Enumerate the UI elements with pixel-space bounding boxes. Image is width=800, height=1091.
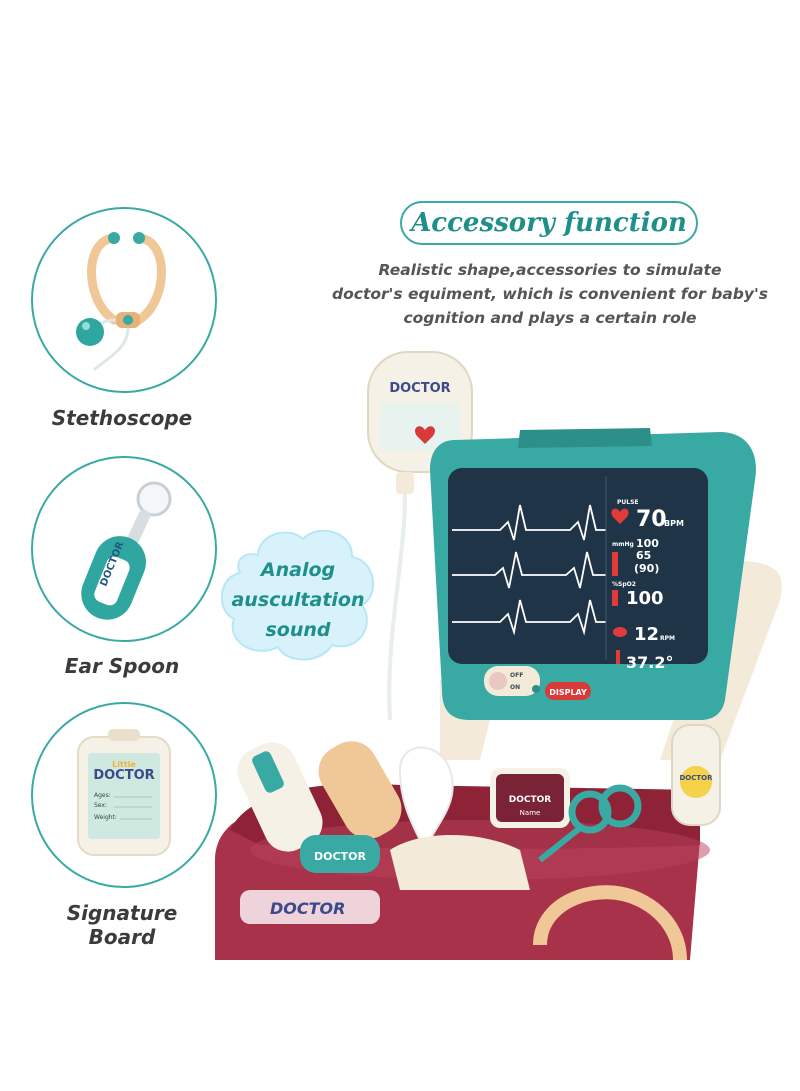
bottle-brand: DOCTOR (679, 774, 713, 782)
board-brand-big: DOCTOR (93, 768, 154, 783)
board-field-sex: Sex: (94, 802, 107, 809)
stethoscope-circle (31, 207, 217, 393)
ear-spoon-caption: Ear Spoon (64, 654, 180, 678)
bp-diastolic: 65 (636, 549, 651, 562)
spo2-value: 100 (626, 588, 664, 609)
signature-board-circle: Little DOCTOR Ages: Sex: Weight: (31, 702, 217, 888)
accessory-description: Realistic shape,accessories to simulate … (330, 258, 770, 330)
cloud-line-3: sound (265, 619, 331, 641)
pulse-label: PULSE (617, 499, 639, 506)
accessory-function-title: Accessory function (400, 201, 698, 245)
resp-unit: RPM (660, 635, 675, 642)
iv-bag-brand: DOCTOR (389, 381, 450, 396)
bp-mean: (90) (634, 562, 659, 575)
signature-board-icon: Little DOCTOR Ages: Sex: Weight: (77, 729, 171, 856)
switch-off: OFF (510, 672, 523, 679)
cloud-line-2: auscultation (231, 589, 365, 611)
temp-value: 37.2° (626, 653, 673, 672)
ear-spoon-circle: DOCTOR (31, 456, 217, 642)
display-button-label: DISPLAY (549, 688, 587, 697)
signature-board-caption: Signature Board (66, 901, 178, 949)
board-field-weight: Weight: (94, 814, 117, 821)
switch-on: ON (510, 684, 520, 691)
description-line-3: cognition and plays a certain role (403, 309, 697, 327)
tray-brand: DOCTOR (270, 899, 345, 918)
badge-brand: DOCTOR (509, 795, 552, 805)
resp-value: 12 (634, 624, 659, 645)
auscultation-text: Analog auscultation sound (222, 555, 374, 645)
bp-unit: mmHg (612, 541, 634, 548)
ear-spoon-icon: DOCTOR (81, 481, 172, 620)
auscultation-cloud (220, 529, 375, 661)
description-line-1: Realistic shape,accessories to simulate (378, 261, 722, 279)
bp-systolic: 100 (636, 537, 659, 550)
board-brand-small: Little (112, 760, 136, 769)
cloud-line-1: Analog (260, 559, 336, 581)
stethoscope-caption: Stethoscope (51, 406, 193, 430)
stethoscope-icon (76, 232, 166, 372)
spo2-label: %SpO2 (612, 581, 636, 588)
spoon-brand: DOCTOR (314, 850, 366, 863)
board-field-ages: Ages: (94, 792, 111, 799)
pulse-unit: BPM (664, 519, 684, 528)
description-line-2: doctor's equiment, which is convenient f… (332, 285, 768, 303)
pulse-value: 70 (636, 507, 667, 532)
badge-name: Name (520, 809, 541, 817)
